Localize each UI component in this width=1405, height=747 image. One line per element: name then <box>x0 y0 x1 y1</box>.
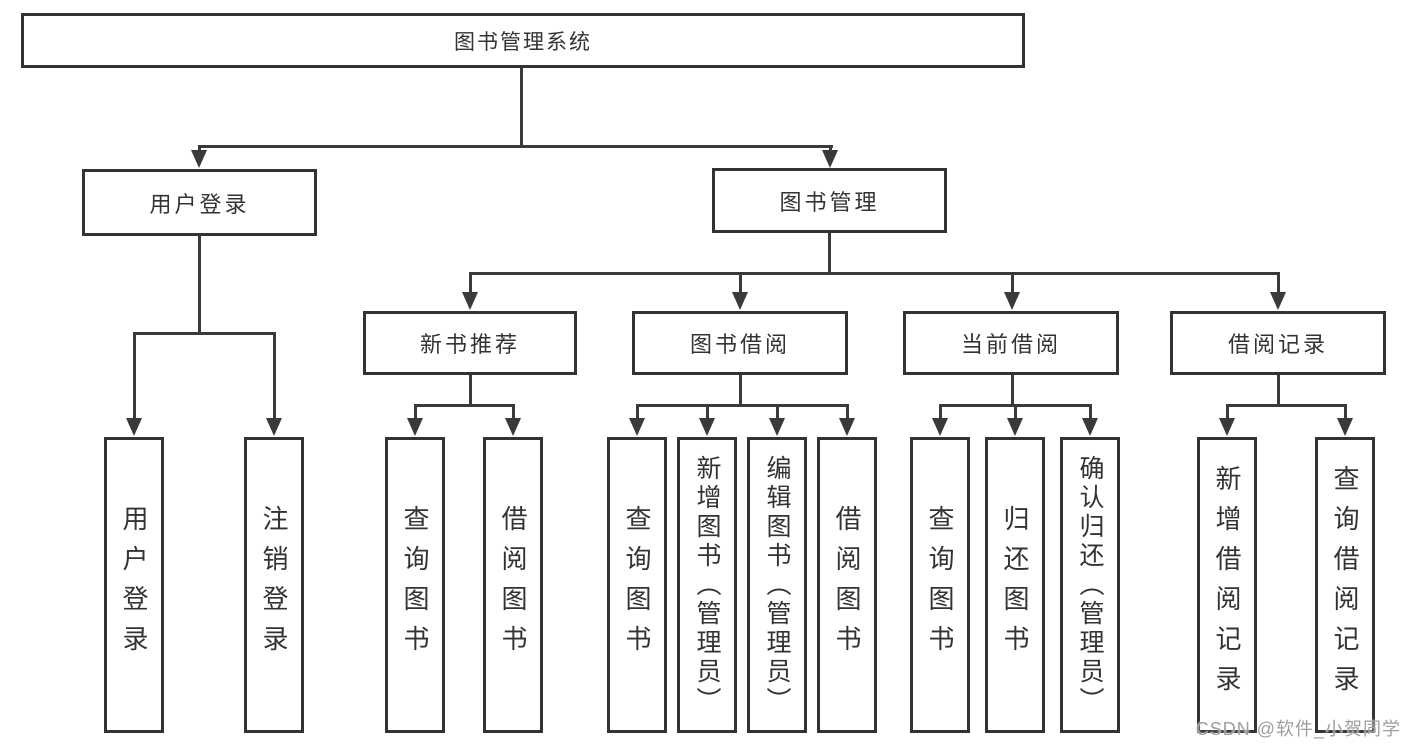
connector-line <box>636 404 849 407</box>
leaf-query-books-1: 查询图书 <box>385 437 445 733</box>
connector-line <box>636 404 639 422</box>
connector-line <box>414 404 515 407</box>
arrow-down-icon <box>839 418 855 436</box>
connector-line <box>520 66 523 147</box>
node-label: 借阅记录 <box>1227 332 1328 357</box>
arrow-down-icon <box>407 418 423 436</box>
arrow-down-icon <box>266 418 282 436</box>
node-book-management: 图书管理 <box>712 168 947 233</box>
arrow-down-icon <box>505 418 521 436</box>
connector-line <box>469 374 472 407</box>
arrow-down-icon <box>629 418 645 436</box>
leaf-label: 查询图书 <box>925 505 955 665</box>
node-library-system: 图书管理系统 <box>21 13 1025 68</box>
leaf-logout: 注销登录 <box>244 437 304 733</box>
leaf-edit-books-admin: 编辑图书（管理员） <box>747 437 807 733</box>
leaf-borrow-books-2: 借阅图书 <box>817 437 877 733</box>
node-label: 图书管理 <box>779 189 880 215</box>
leaf-label: 归还图书 <box>1000 505 1030 665</box>
leaf-label: 新增借阅记录 <box>1212 465 1242 705</box>
connector-line <box>273 332 276 422</box>
leaf-add-borrow-record: 新增借阅记录 <box>1197 437 1257 733</box>
leaf-confirm-return-admin: 确认归还（管理员） <box>1060 437 1120 733</box>
leaf-add-books-admin: 新增图书（管理员） <box>677 437 737 733</box>
connector-line <box>512 404 515 422</box>
arrow-down-icon <box>1219 418 1235 436</box>
arrow-down-icon <box>699 418 715 436</box>
connector-line <box>739 374 742 407</box>
arrow-down-icon <box>1337 418 1353 436</box>
arrow-down-icon <box>191 150 207 168</box>
node-borrow-records: 借阅记录 <box>1170 311 1386 375</box>
connector-line <box>1344 404 1347 422</box>
leaf-label: 借阅图书 <box>498 505 528 665</box>
leaf-label: 查询图书 <box>400 505 430 665</box>
leaf-query-books-3: 查询图书 <box>910 437 970 733</box>
leaf-label: 查询图书 <box>622 505 652 665</box>
arrow-down-icon <box>462 292 478 310</box>
csdn-watermark: CSDN @软件_小贺同学 <box>1195 719 1401 739</box>
leaf-user-login: 用户登录 <box>104 437 164 733</box>
node-label: 图书管理系统 <box>454 30 592 54</box>
arrow-down-icon <box>1270 292 1286 310</box>
arrow-down-icon <box>1007 418 1023 436</box>
connector-line <box>1226 404 1347 407</box>
arrow-down-icon <box>1004 292 1020 310</box>
connector-line <box>706 404 709 422</box>
arrow-down-icon <box>822 150 838 168</box>
connector-line <box>939 404 942 422</box>
node-current-borrow: 当前借阅 <box>903 311 1119 375</box>
arrow-down-icon <box>932 418 948 436</box>
connector-line <box>133 332 136 422</box>
connector-line <box>1277 272 1280 296</box>
connector-line <box>414 404 417 422</box>
connector-line <box>1277 374 1280 407</box>
node-book-borrow: 图书借阅 <box>632 311 848 375</box>
connector-line <box>133 332 276 335</box>
node-label: 用户登录 <box>149 191 250 217</box>
connector-line <box>828 231 831 274</box>
arrow-down-icon <box>732 292 748 310</box>
arrow-down-icon <box>769 418 785 436</box>
arrow-down-icon <box>126 418 142 436</box>
leaf-label: 查询借阅记录 <box>1330 465 1360 705</box>
leaf-query-books-2: 查询图书 <box>607 437 667 733</box>
leaf-return-books: 归还图书 <box>985 437 1045 733</box>
leaf-query-borrow-record: 查询借阅记录 <box>1315 437 1375 733</box>
node-user-login: 用户登录 <box>82 169 317 236</box>
node-label: 当前借阅 <box>960 332 1061 357</box>
leaf-borrow-books-1: 借阅图书 <box>483 437 543 733</box>
leaf-label: 确认归还（管理员） <box>1076 454 1104 716</box>
leaf-label: 借阅图书 <box>832 505 862 665</box>
leaf-label: 注销登录 <box>259 505 289 665</box>
connector-line <box>1011 374 1014 407</box>
node-label: 新书推荐 <box>419 332 520 357</box>
arrow-down-icon <box>1082 418 1098 436</box>
connector-line <box>846 404 849 422</box>
connector-line <box>1226 404 1229 422</box>
connector-line <box>1014 404 1017 422</box>
node-label: 图书借阅 <box>689 332 790 357</box>
node-new-book-recommend: 新书推荐 <box>363 311 577 375</box>
connector-line <box>469 272 1280 275</box>
connector-line <box>1011 272 1014 296</box>
leaf-label: 用户登录 <box>119 505 149 665</box>
connector-line <box>198 145 833 148</box>
leaf-label: 新增图书（管理员） <box>693 454 721 716</box>
connector-line <box>739 272 742 296</box>
connector-line <box>1089 404 1092 422</box>
connector-line <box>776 404 779 422</box>
leaf-label: 编辑图书（管理员） <box>763 454 791 716</box>
connector-line <box>198 234 201 335</box>
connector-line <box>469 272 472 296</box>
